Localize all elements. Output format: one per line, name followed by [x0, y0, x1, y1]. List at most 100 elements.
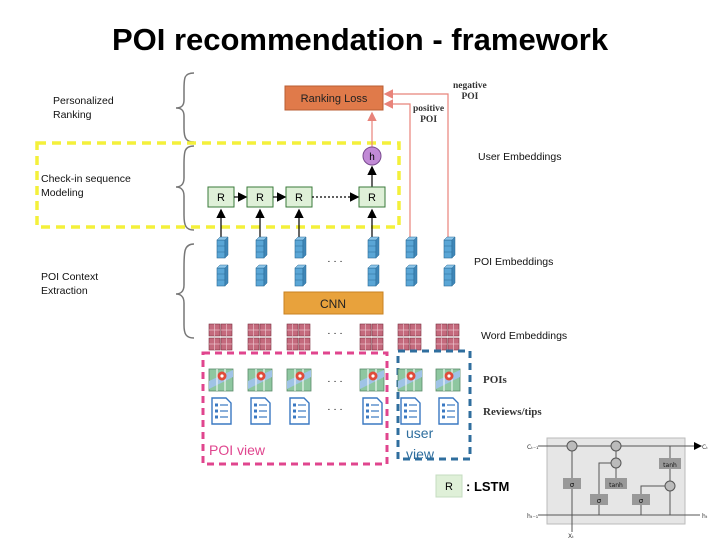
lstm-sigma-3-label: σ	[639, 497, 644, 505]
ellipsis-words: · · ·	[327, 328, 343, 339]
word-embedding-cube	[435, 337, 448, 351]
review-doc-icons	[211, 397, 459, 425]
label-user-embeddings: User Embeddings	[478, 151, 562, 163]
lstm-x-in: Xₜ	[568, 533, 574, 540]
brace-ranking	[175, 72, 195, 143]
label-poi-view: POI view	[209, 442, 266, 458]
word-embedding-cube	[409, 323, 422, 337]
label-poi-context: POI Context Extraction	[41, 271, 99, 297]
word-embedding-cube	[359, 337, 372, 351]
user-view-region	[396, 349, 472, 461]
lstm-sigma-3	[632, 494, 650, 505]
lstm-chain: R R R R	[207, 186, 386, 208]
label-poi-embeddings: POI Embeddings	[474, 256, 554, 268]
poi-embedding-cube	[294, 264, 307, 287]
lstm-h-out: hₜ	[702, 513, 708, 520]
r-cell-4-label: R	[368, 192, 376, 204]
word-embedding-cube	[371, 337, 384, 351]
lstm-mult-3	[664, 480, 676, 492]
lstm-add	[610, 440, 622, 452]
h-node-label: h	[369, 152, 375, 163]
positive-poi-arrow	[383, 99, 411, 250]
label-positive-poi: positive POI	[413, 104, 445, 125]
doc-icon	[438, 397, 459, 425]
word-embedding-cube	[397, 337, 410, 351]
cnn-box	[283, 291, 384, 315]
ranking-loss-label: Ranking Loss	[301, 93, 368, 105]
r-cell-3-label: R	[295, 192, 303, 204]
word-embedding-cubes	[208, 323, 460, 351]
cnn-label: CNN	[320, 297, 346, 311]
word-embedding-cube	[359, 323, 372, 337]
poi-embedding-cube	[294, 236, 307, 259]
poi-embedding-cubes	[216, 236, 456, 287]
label-checkin-modeling: Check-in sequence Modeling	[41, 173, 131, 199]
map-icon	[397, 368, 423, 392]
word-embedding-cube	[397, 323, 410, 337]
lstm-sigma-2-label: σ	[597, 497, 602, 505]
lstm-mult-2	[610, 457, 622, 469]
map-icon	[208, 368, 234, 392]
word-embedding-cube	[286, 337, 299, 351]
poi-embedding-cube	[443, 264, 456, 287]
ellipsis-pois: · · ·	[327, 376, 343, 387]
checkin-region	[35, 141, 401, 229]
lstm-wire-8	[640, 485, 665, 494]
lstm-c-in: Cₜ₋₁	[527, 444, 539, 451]
word-embedding-cube	[435, 323, 448, 337]
word-embedding-cube	[371, 323, 384, 337]
label-pois: POIs	[483, 374, 507, 386]
poi-embedding-cube	[367, 236, 380, 259]
ellipsis-reviews: · · ·	[327, 404, 343, 415]
negative-poi-arrow	[383, 89, 449, 250]
lstm-cell-diagram: Cₜ₋₁ Cₜ hₜ₋₁ hₜ Xₜ σ σ tanh σ tanh	[527, 437, 708, 540]
brace-poi-context	[175, 243, 195, 339]
ellipsis-embeddings: · · ·	[327, 256, 343, 267]
lstm-tanh-1-label: tanh	[609, 482, 623, 489]
doc-icon	[400, 397, 421, 425]
lstm-wire-4	[598, 462, 611, 494]
poi-embedding-cube	[443, 236, 456, 259]
word-embedding-cube	[298, 323, 311, 337]
r-cell-1-label: R	[217, 192, 225, 204]
word-embedding-cube	[298, 337, 311, 351]
poi-embedding-cube	[367, 264, 380, 287]
poi-embedding-cube	[405, 236, 418, 259]
ranking-loss-box	[284, 85, 384, 111]
word-embedding-cube	[247, 323, 260, 337]
poi-map-icons	[208, 368, 461, 392]
doc-icon	[211, 397, 232, 425]
page-title: POI recommendation - framework	[111, 22, 609, 57]
lstm-tanh-1	[605, 478, 627, 489]
word-embedding-cube	[409, 337, 422, 351]
lstm-tanh-2	[659, 458, 681, 469]
label-negative-poi: negative POI	[453, 81, 487, 102]
word-embedding-cube	[208, 323, 221, 337]
word-embedding-cube	[286, 323, 299, 337]
r-cell-2-label: R	[256, 192, 264, 204]
word-embedding-cube	[247, 337, 260, 351]
lstm-c-out: Cₜ	[702, 444, 708, 451]
doc-icon	[289, 397, 310, 425]
word-embedding-cube	[220, 337, 233, 351]
lstm-sigma-1	[563, 478, 581, 489]
embedding-to-r-arrows	[216, 208, 377, 240]
word-embedding-cube	[447, 337, 460, 351]
map-icon	[286, 368, 312, 392]
legend-r-label: R	[445, 481, 453, 493]
word-embedding-cube	[447, 323, 460, 337]
word-embedding-cube	[259, 323, 272, 337]
word-embedding-cube	[259, 337, 272, 351]
poi-embedding-cube	[255, 264, 268, 287]
doc-icon	[362, 397, 383, 425]
h-node	[362, 146, 382, 166]
lstm-h-in: hₜ₋₁	[527, 513, 539, 520]
map-icon	[247, 368, 273, 392]
legend-r-box	[435, 474, 463, 498]
map-icon	[435, 368, 461, 392]
word-embedding-cube	[208, 337, 221, 351]
map-icon	[359, 368, 385, 392]
lstm-sigma-1-label: σ	[570, 481, 575, 489]
label-word-embeddings: Word Embeddings	[481, 330, 568, 342]
